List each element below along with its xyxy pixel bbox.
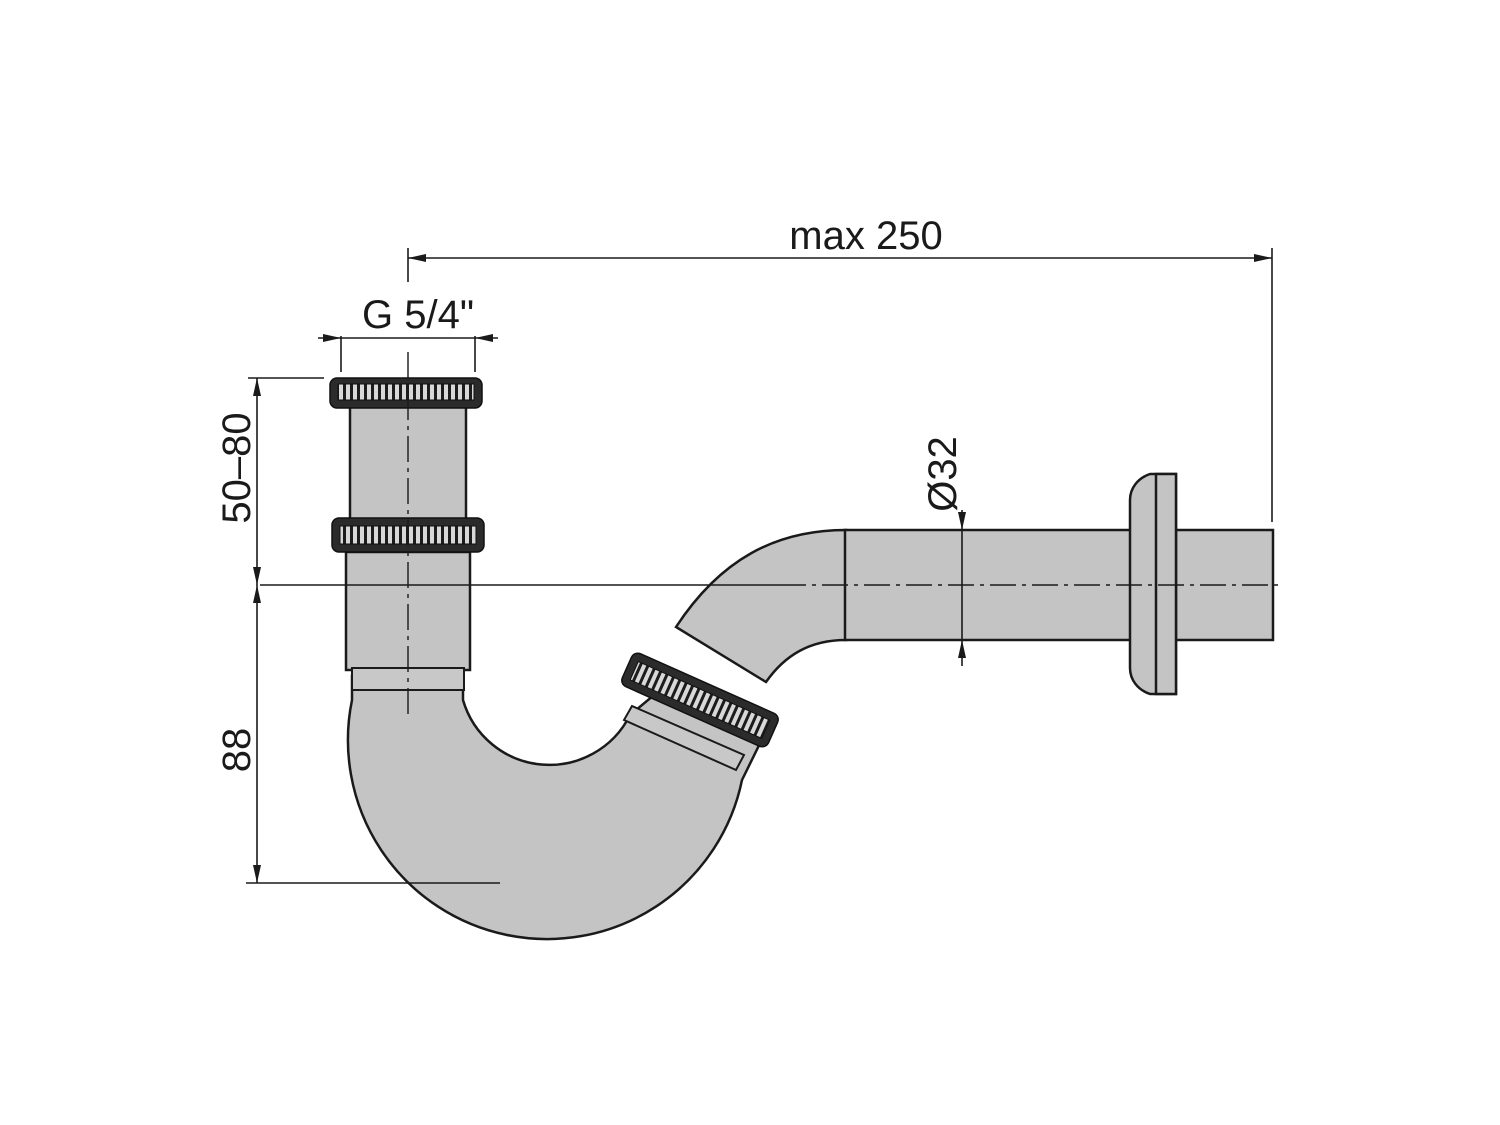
center-lines <box>260 352 1282 715</box>
wall-rosette <box>1128 472 1178 696</box>
dimension-max-length: max 250 <box>407 214 1273 522</box>
elbow-section <box>674 528 848 684</box>
depth-label: 88 <box>215 728 259 773</box>
thread-label: G 5/4" <box>362 293 474 337</box>
dimension-diameter: Ø32 <box>921 436 966 666</box>
top-nut <box>329 377 483 409</box>
bend-nut <box>621 652 779 748</box>
height-range-label: 50–80 <box>215 412 259 523</box>
diameter-label: Ø32 <box>921 436 965 512</box>
max-length-label: max 250 <box>789 214 942 258</box>
dimension-height-range: 50–80 <box>215 377 324 585</box>
trap-bend <box>346 674 770 941</box>
dimension-thread: G 5/4" <box>318 293 498 372</box>
dimension-depth: 88 <box>215 585 500 884</box>
